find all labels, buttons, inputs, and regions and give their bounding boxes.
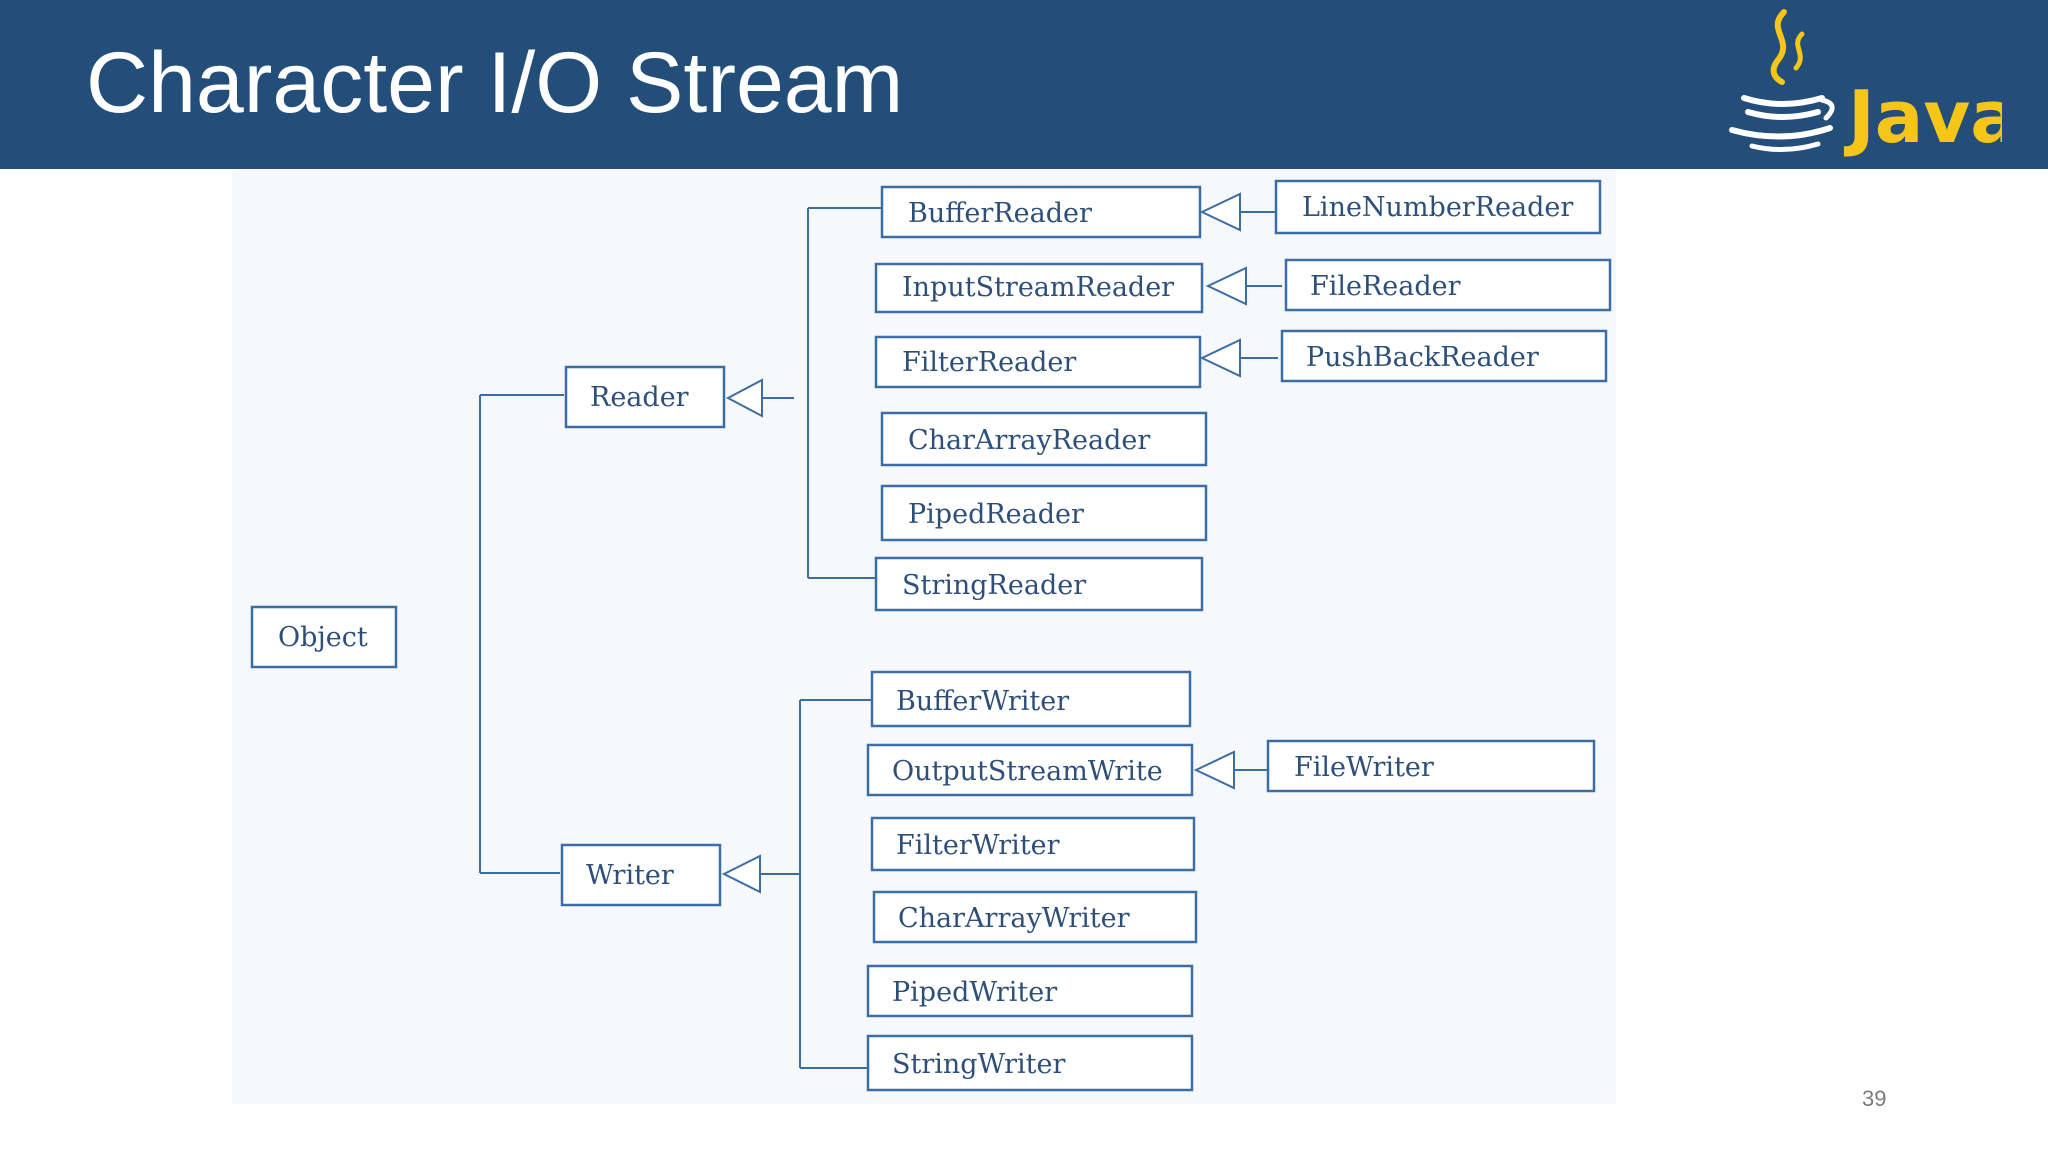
slide-header: Character I/O Stream Java [0, 0, 2048, 169]
node-pipedreader-label: PipedReader [908, 499, 1084, 530]
node-object-label: Object [278, 622, 368, 653]
node-linenumberreader-box [1274, 179, 1602, 235]
logo-wordmark: Java [1843, 75, 2002, 159]
node-pipedreader-box [880, 484, 1208, 542]
node-stringreader-box [874, 556, 1204, 612]
node-pipedwriter-box [866, 964, 1194, 1018]
node-bufferreader-box [880, 185, 1202, 239]
node-filereader-box [1284, 258, 1612, 312]
slide-title: Character I/O Stream [86, 35, 904, 131]
node-stringwriter-label: StringWriter [892, 1049, 1065, 1080]
node-inputstreamreader-box [874, 262, 1204, 314]
node-chararrayreader-label: CharArrayReader [908, 425, 1150, 456]
node-pushbackreader-box [1280, 329, 1608, 383]
writer-generalization-arrow [721, 854, 761, 894]
class-hierarchy-diagram: Object Reader Writer BufferReader InputS… [250, 179, 1612, 1092]
page-number: 39 [1862, 1086, 1887, 1111]
node-pipedwriter-label: PipedWriter [892, 977, 1057, 1008]
node-stringreader-label: StringReader [902, 570, 1086, 601]
node-chararraywriter-label: CharArrayWriter [898, 903, 1130, 934]
node-filterwriter-box [870, 816, 1196, 872]
node-bufferreader-label: BufferReader [908, 198, 1092, 229]
java-logo-icon: Java [1729, 9, 2002, 159]
node-filterreader-label: FilterReader [902, 347, 1076, 378]
node-filewriter-box [1266, 739, 1596, 793]
reader-generalization-arrow [725, 378, 763, 418]
node-writer-label: Writer [586, 860, 674, 891]
outputstreamwrite-generalization-arrow [1193, 750, 1235, 790]
inputstreamreader-generalization-arrow [1205, 266, 1247, 306]
node-writer-box [560, 843, 722, 907]
node-inputstreamreader-label: InputStreamReader [902, 272, 1174, 303]
node-object-box [250, 605, 398, 669]
node-chararraywriter-box [872, 890, 1198, 944]
node-chararrayreader-box [880, 411, 1208, 467]
node-reader-label: Reader [590, 382, 689, 413]
node-stringwriter-box [866, 1034, 1194, 1092]
class-hierarchy-panel: Object Reader Writer BufferReader InputS… [232, 170, 1616, 1104]
node-filterwriter-label: FilterWriter [896, 830, 1060, 861]
node-bufferwriter-box [870, 670, 1192, 728]
bufferreader-generalization-arrow [1199, 192, 1241, 232]
node-outputstreamwrite-label: OutputStreamWrite [892, 756, 1163, 787]
filterreader-generalization-arrow [1199, 338, 1241, 378]
node-outputstreamwrite-box [866, 743, 1194, 797]
node-reader-box [564, 365, 726, 429]
node-filterreader-box [874, 335, 1202, 389]
node-linenumberreader-label: LineNumberReader [1302, 192, 1573, 223]
node-filewriter-label: FileWriter [1294, 752, 1434, 783]
node-bufferwriter-label: BufferWriter [896, 686, 1069, 717]
node-filereader-label: FileReader [1310, 271, 1461, 302]
node-pushbackreader-label: PushBackReader [1306, 342, 1539, 373]
